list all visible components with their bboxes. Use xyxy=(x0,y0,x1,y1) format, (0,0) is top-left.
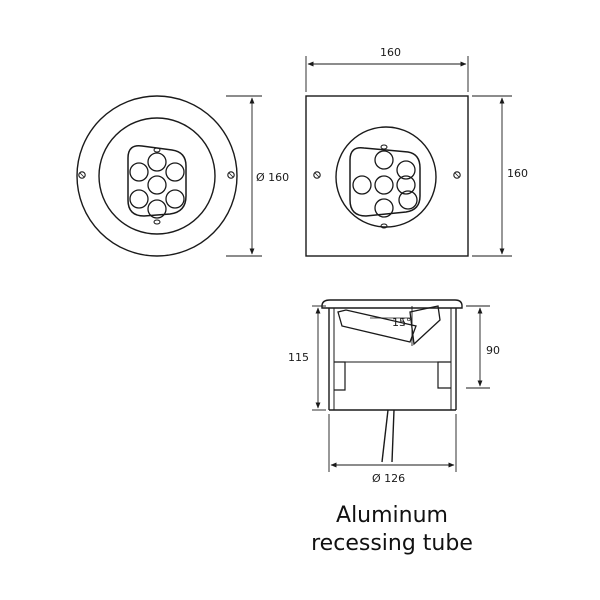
led-lens xyxy=(374,150,394,170)
square-inner-ring xyxy=(335,126,437,228)
led-lens xyxy=(147,152,167,172)
caption-line-2: recessing tube xyxy=(311,531,473,556)
tilted-lamp-head xyxy=(409,305,441,346)
screw-right xyxy=(227,171,235,179)
screw-right xyxy=(453,171,461,179)
screw-left xyxy=(313,171,321,179)
led-lens xyxy=(398,190,418,210)
led-lens xyxy=(147,199,167,219)
led-lens xyxy=(374,198,394,218)
dim-label-side-outer-height: 115 xyxy=(288,351,309,364)
led-lens xyxy=(396,160,416,180)
screw-left xyxy=(78,171,86,179)
led-lens xyxy=(352,175,372,195)
dim-label-side-diameter: Ø 126 xyxy=(372,472,405,485)
led-lens xyxy=(396,175,416,195)
led-lens xyxy=(147,175,167,195)
dim-label-square-height: 160 xyxy=(507,167,528,180)
led-module-round xyxy=(127,145,187,225)
round-top-view: Ø 160 xyxy=(76,95,289,257)
dim-label-round-diameter: Ø 160 xyxy=(256,171,289,184)
dim-label-side-inner-height: 90 xyxy=(486,344,500,357)
caption-line-1: Aluminum xyxy=(336,503,448,528)
square-plate xyxy=(305,95,469,257)
led-lens xyxy=(129,162,149,182)
round-inner-ring xyxy=(98,117,216,235)
dim-label-square-width: 160 xyxy=(380,46,401,59)
led-module-square xyxy=(349,144,421,229)
round-outer-ring xyxy=(76,95,238,257)
led-lens xyxy=(165,189,185,209)
dim-label-side-angle: 15° xyxy=(392,316,412,329)
led-lens xyxy=(165,162,185,182)
cable xyxy=(381,409,389,463)
side-flange xyxy=(321,299,463,309)
side-section-view: 15° 115 90 Ø 126 xyxy=(288,299,500,485)
square-top-view: 160 160 xyxy=(305,46,528,257)
led-lens xyxy=(129,189,149,209)
led-lens xyxy=(374,175,394,195)
